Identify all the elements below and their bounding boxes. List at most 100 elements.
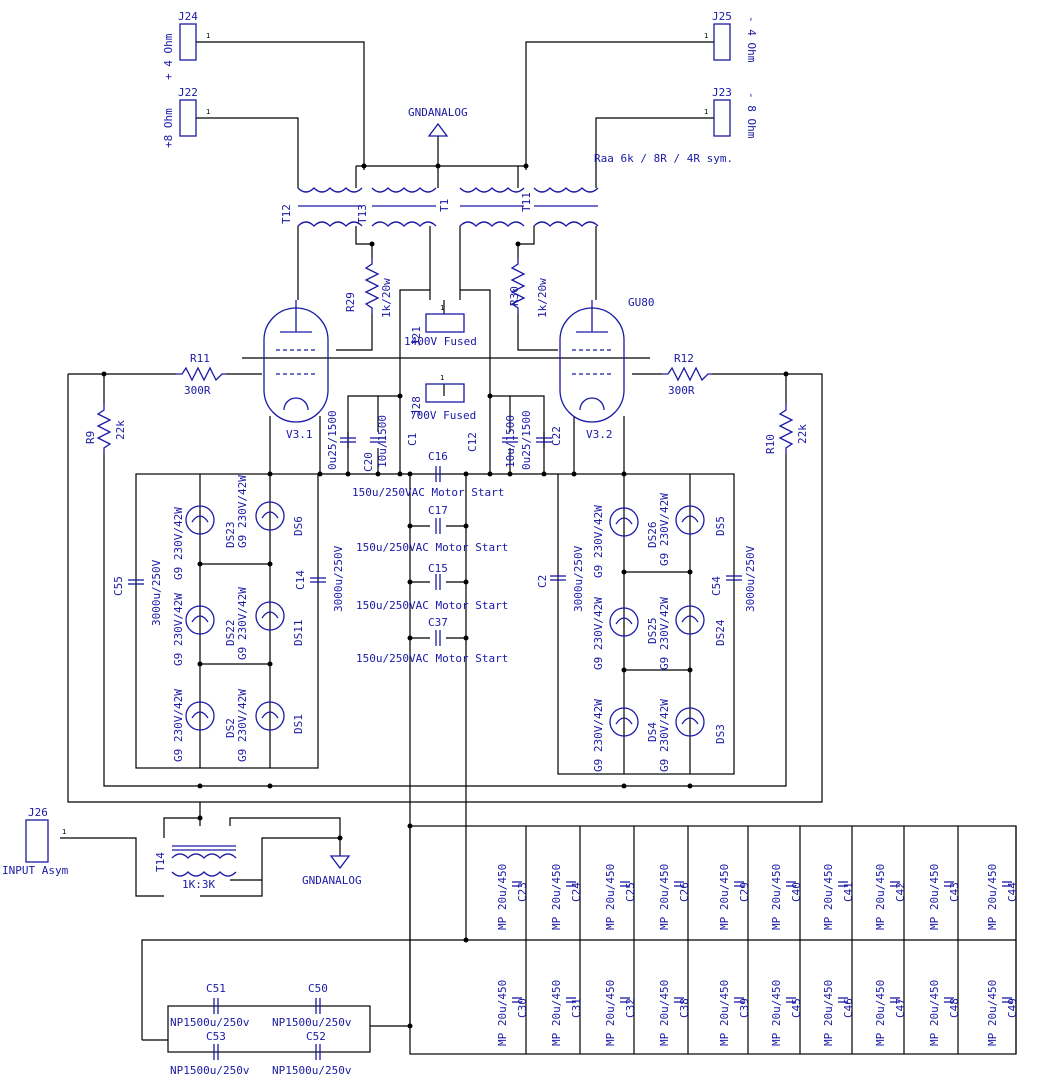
capacitor-value: NP1500u/250v (170, 1064, 250, 1077)
tube-ref: V3.2 (586, 428, 613, 441)
mp-capacitor-value: MP 20u/450 (550, 980, 563, 1046)
transformer-ref: T14 (154, 852, 167, 872)
capacitor-ref: C1 (406, 433, 419, 446)
mp-capacitor-ref: C40 (790, 882, 803, 902)
lamp-ds6: DS6 G9 230V/42W (236, 475, 305, 548)
mp-capacitor-value: MP 20u/450 (718, 864, 731, 930)
capacitor-ref: C12 (466, 432, 479, 452)
lamp-ds5: DS5 G9 230V/42W (658, 493, 727, 566)
lamp-ref: DS26 (646, 522, 659, 549)
lamp-value: G9 230V/42W (592, 699, 605, 772)
tube-type: GU80 (628, 296, 655, 309)
resistor-value: 22k (796, 424, 809, 444)
capacitor-ref: C37 (428, 616, 448, 629)
capacitor-ref: C50 (308, 982, 328, 995)
connector-label: INPUT Asym (2, 864, 69, 877)
resistor-value: 1k/20w (536, 278, 549, 318)
mp-capacitor-value: MP 20u/450 (928, 980, 941, 1046)
lamp-ref: DS1 (292, 714, 305, 734)
capacitor-c22: C22 0u25/1500 (520, 410, 563, 470)
capacitor-value: 150u/250VAC Motor Start (352, 486, 504, 499)
lamp-ref: DS24 (714, 619, 727, 646)
mp-capacitor-value: MP 20u/450 (658, 864, 671, 930)
capacitor-c17: C17 150u/250VAC Motor Start (356, 504, 508, 554)
tube-ref: V3.1 (286, 428, 313, 441)
resistor-ref: R9 (84, 431, 97, 444)
mp-capacitor-ref: C24 (570, 882, 583, 902)
lamp-ds11: DS11 G9 230V/42W (236, 587, 305, 660)
lamp-ref: DS2 (224, 718, 237, 738)
resistor-ref: R11 (190, 352, 210, 365)
mp-capacitor-ref: C29 (738, 882, 751, 902)
resistor-value: 1k/20w (380, 278, 393, 318)
capacitor-c37: C37 150u/250VAC Motor Start (356, 616, 508, 665)
lamp-ref: DS23 (224, 522, 237, 549)
mp-capacitor-ref: C26 (678, 882, 691, 902)
mp-capacitor-value: MP 20u/450 (822, 980, 835, 1046)
pin-number: 1 (440, 304, 444, 312)
lamp-value: G9 230V/42W (236, 689, 249, 762)
mp-capacitor-value: MP 20u/450 (604, 864, 617, 930)
capacitor-value: 150u/250VAC Motor Start (356, 541, 508, 554)
capacitor-ref: C52 (306, 1030, 326, 1043)
lamp-value: G9 230V/42W (236, 587, 249, 660)
capacitor-c16: C16 150u/250VAC Motor Start (352, 450, 504, 499)
mp-capacitor-ref: C46 (842, 998, 855, 1018)
lamp-ds24: DS24 G9 230V/42W (658, 597, 727, 670)
lamp-ref: DS11 (292, 620, 305, 647)
mp-capacitor-value: MP 20u/450 (770, 980, 783, 1046)
capacitor-value: NP1500u/250v (272, 1064, 352, 1077)
mp-capacitor-ref: C43 (948, 882, 961, 902)
resistor-value: 22k (114, 420, 127, 440)
lamp-ds3: DS3 G9 230V/42W (658, 699, 727, 772)
mp-capacitor-value: MP 20u/450 (604, 980, 617, 1046)
lamp-value: G9 230V/42W (172, 507, 185, 580)
mp-capacitor-value: MP 20u/450 (770, 864, 783, 930)
connector-label: - 8 Ohm (745, 92, 758, 139)
resistor-r11: R11 300R (176, 352, 226, 397)
capacitor-ref: C16 (428, 450, 448, 463)
capacitor-value: 3000u/250V (744, 545, 757, 612)
resistor-ref: R10 (764, 434, 777, 454)
capacitor-c20: C20 10u/1500 (340, 415, 389, 472)
connector-j23: J23 1 - 8 Ohm (704, 86, 758, 139)
mp-capacitor-ref: C30 (516, 998, 529, 1018)
coil (533, 221, 599, 227)
resistor-ref: R12 (674, 352, 694, 365)
coil (371, 187, 437, 193)
lamp-value: G9 230V/42W (658, 493, 671, 566)
lamp-value: G9 230V/42W (658, 699, 671, 772)
capacitor-value: 0u25/1500 (326, 410, 339, 470)
lamp-ref: DS5 (714, 516, 727, 536)
lamp-ref: DS25 (646, 618, 659, 645)
mp-capacitor-ref: C49 (1006, 998, 1019, 1018)
coil (297, 221, 363, 227)
mp-capacitor-value: MP 20u/450 (550, 864, 563, 930)
mp-capacitor-value: MP 20u/450 (718, 980, 731, 1046)
resistor-ref: R30 (508, 286, 521, 306)
ground-label: GNDANALOG (302, 874, 362, 887)
capacitor-ref: C22 (550, 426, 563, 446)
mp-capacitor-value: MP 20u/450 (874, 980, 887, 1046)
connector-ref: J23 (712, 86, 732, 99)
transformer-ref: T1 (438, 199, 451, 212)
transformer-note: Raa 6k / 8R / 4R sym. (594, 152, 733, 165)
lamp-ref: DS6 (292, 516, 305, 536)
mp-capacitor-value: MP 20u/450 (928, 864, 941, 930)
mp-capacitor-ref: C23 (516, 882, 529, 902)
capacitor-c55: C55 3000u/250V (112, 559, 163, 626)
connector-j22: J22 1 +8 Ohm (162, 86, 210, 148)
mp-capacitor-ref: C44 (1006, 882, 1019, 902)
coil (171, 853, 237, 859)
